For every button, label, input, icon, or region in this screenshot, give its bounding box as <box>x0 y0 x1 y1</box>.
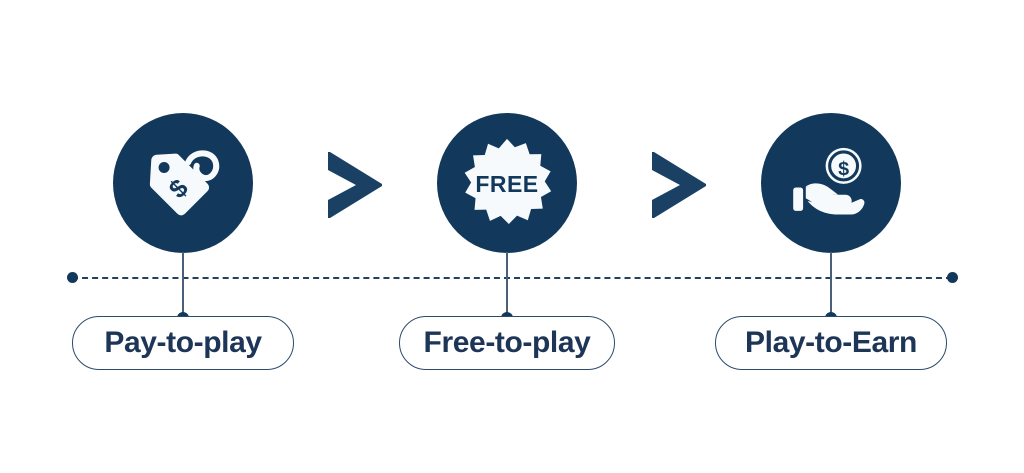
stage-label-text: Play-to-Earn <box>745 326 917 359</box>
timeline-end-dot <box>947 272 958 283</box>
stage-connector-line <box>830 252 832 318</box>
timeline-dashed-line <box>72 277 952 279</box>
stage-free-to-play[interactable]: FREE Free-to-play <box>377 0 637 473</box>
stage-label-text: Pay-to-play <box>104 326 262 359</box>
timeline-start-dot <box>67 272 78 283</box>
svg-text:$: $ <box>838 158 849 180</box>
stage-icon-circle[interactable]: $ <box>113 113 253 253</box>
stage-icon-circle[interactable]: $ <box>761 113 901 253</box>
chevron-right-icon <box>320 148 390 222</box>
progression-arrow-2 <box>644 148 714 222</box>
stage-label-text: Free-to-play <box>423 326 591 359</box>
stage-connector-line <box>182 252 184 318</box>
stage-play-to-earn[interactable]: $ Play-to-Earn <box>701 0 961 473</box>
chevron-right-icon <box>644 148 714 222</box>
progression-arrow-1 <box>320 148 390 222</box>
free-badge-icon: FREE <box>461 137 553 229</box>
stage-icon-circle[interactable]: FREE <box>437 113 577 253</box>
stage-label-pill[interactable]: Play-to-Earn <box>715 316 947 370</box>
stage-connector-line <box>506 252 508 318</box>
stage-label-pill[interactable]: Pay-to-play <box>72 316 294 370</box>
free-badge-text: FREE <box>475 171 538 197</box>
stage-pay-to-play[interactable]: $ Pay-to-play <box>53 0 313 473</box>
price-tag-dollar-icon: $ <box>140 140 226 226</box>
hand-holding-dollar-coin-icon: $ <box>786 138 876 228</box>
stage-label-pill[interactable]: Free-to-play <box>399 316 615 370</box>
